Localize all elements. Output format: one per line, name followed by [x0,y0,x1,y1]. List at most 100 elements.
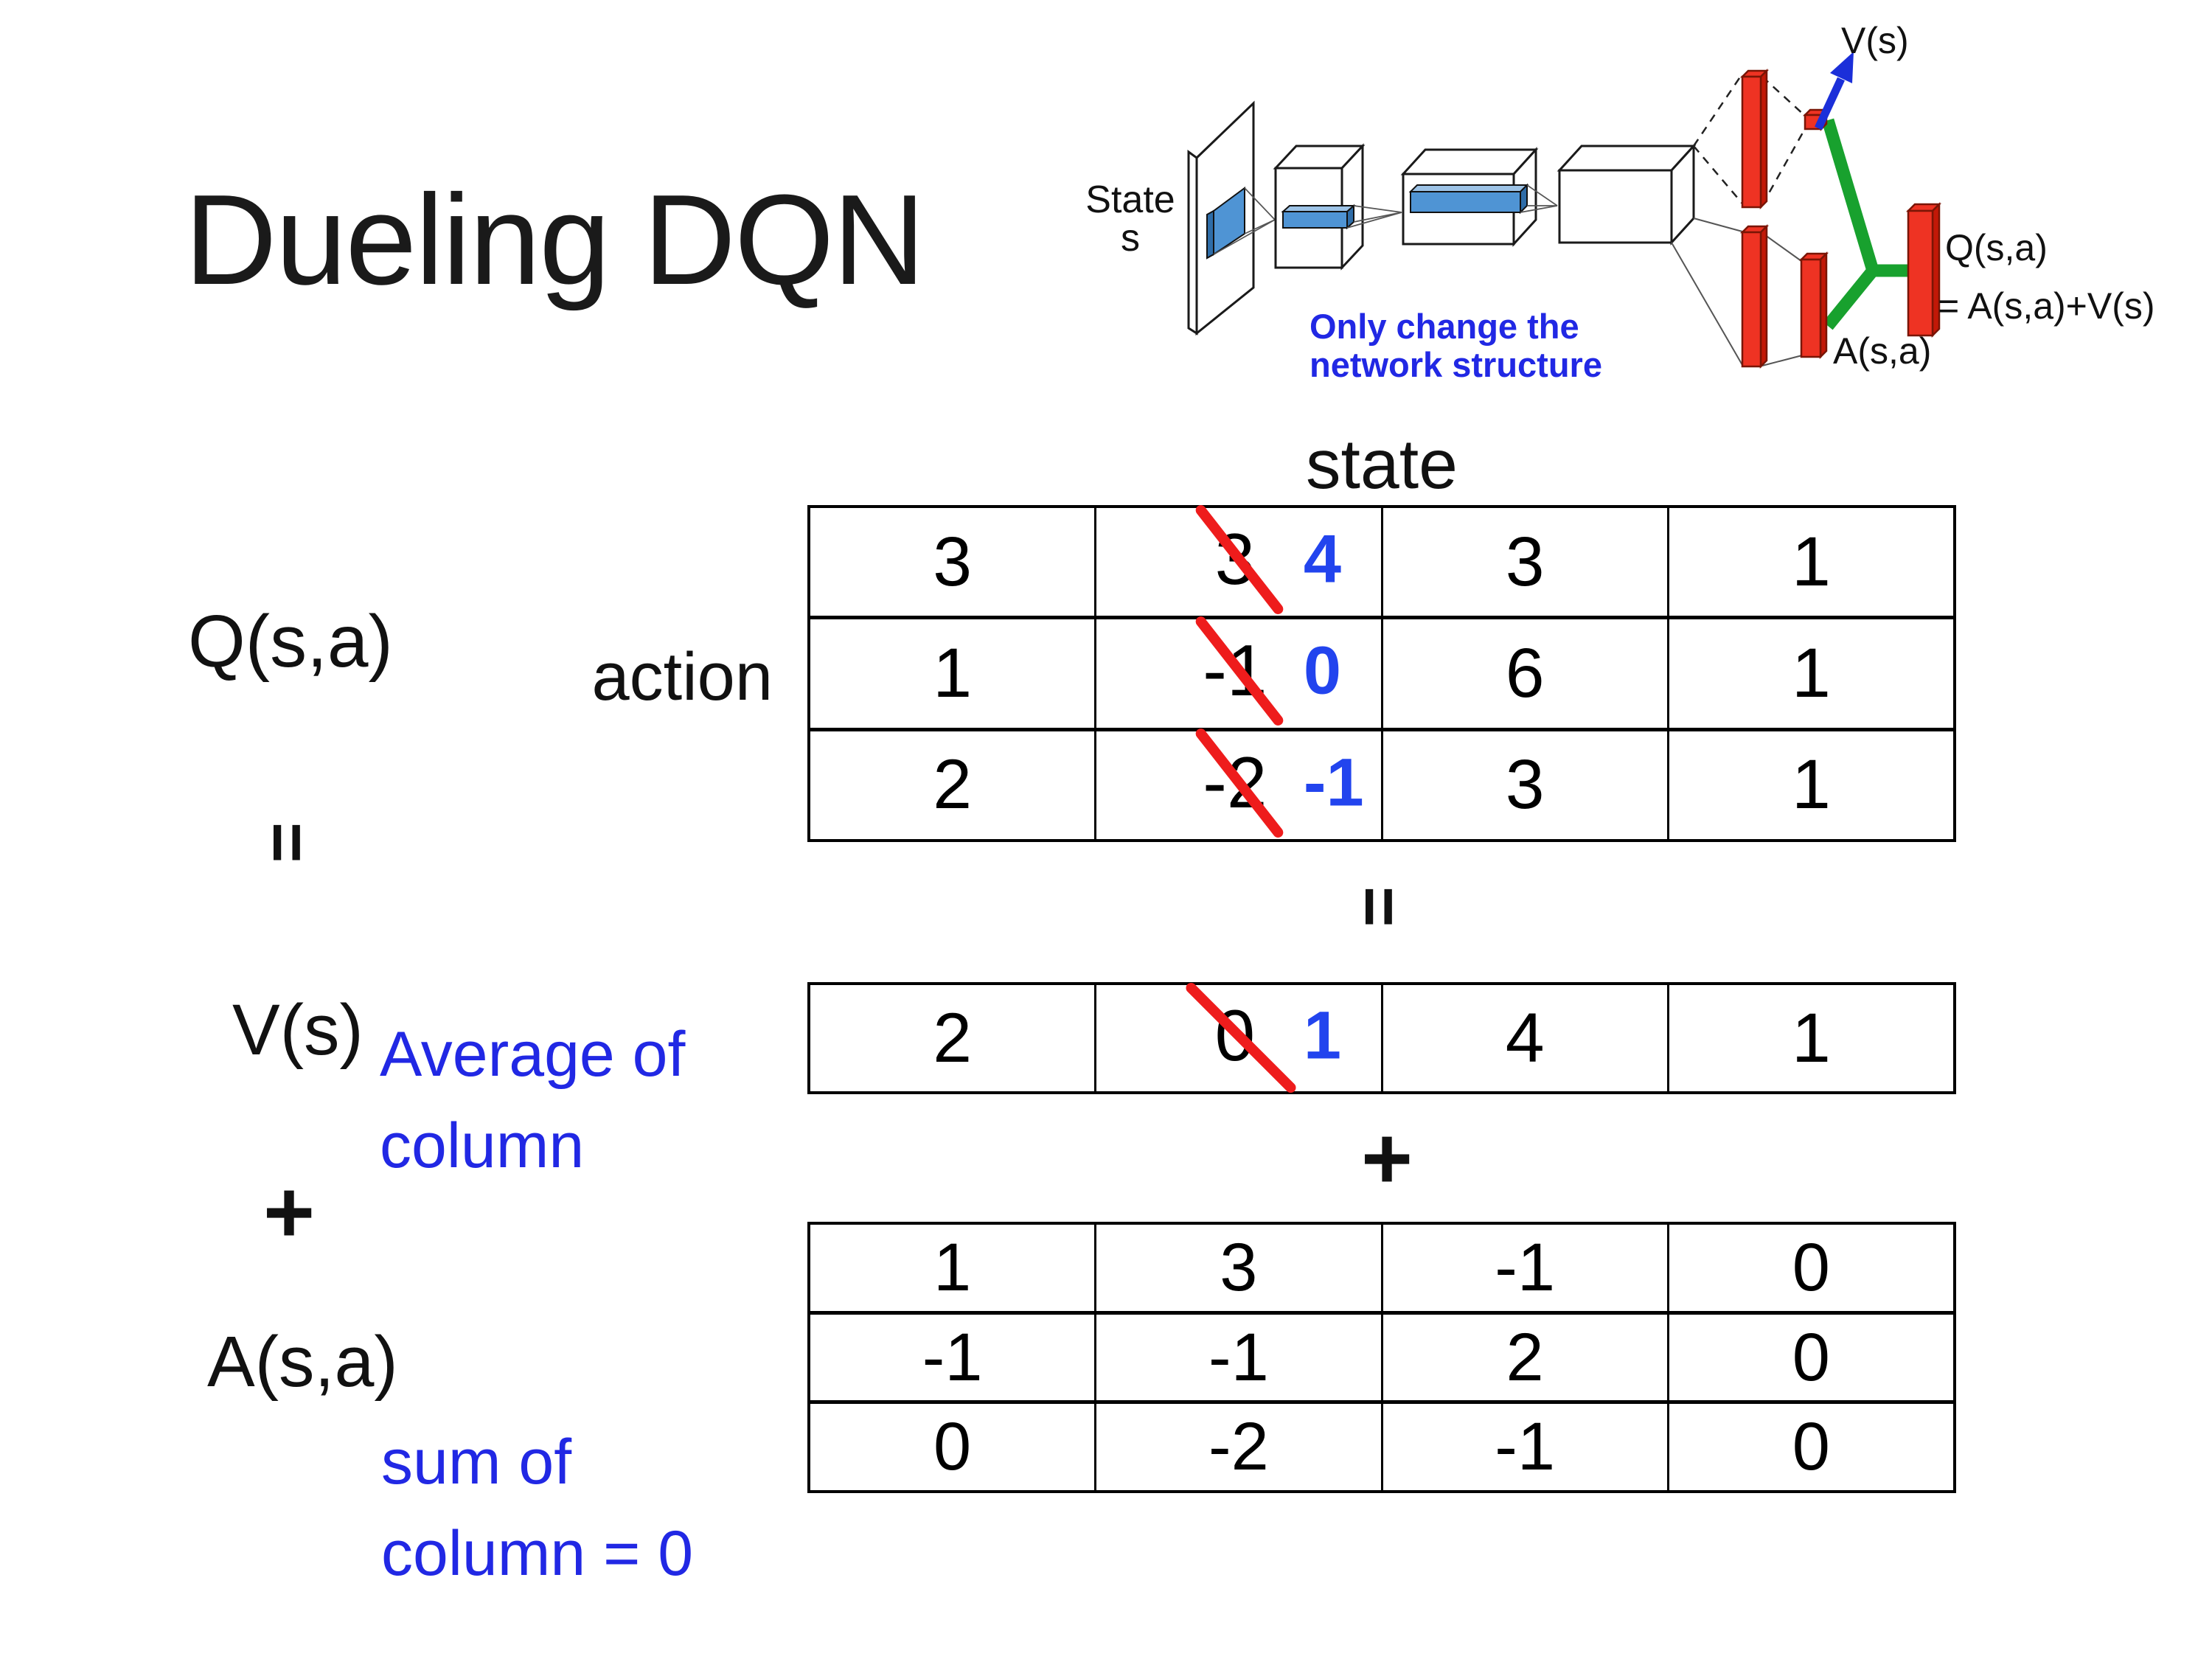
table-cell: 3 [1094,1225,1380,1311]
feature-bar-2 [1408,183,1529,215]
table-cell: 3 [810,508,1094,616]
diagram-q-output-label-line2: = A(s,a)+V(s) [1938,285,2155,327]
cell-value: 0 [1792,1229,1830,1305]
slide-title: Dueling DQN [184,167,925,311]
cell-value: -1 [1208,1319,1269,1395]
cell-value: 3 [1505,745,1545,824]
table-cell: 2 [810,985,1094,1091]
table-cell: 6 [1380,619,1667,728]
cell-value: 1 [1791,522,1831,601]
table-cell: 01 [1094,981,1380,1095]
table-cell: 2 [1380,1314,1667,1401]
diagram-state-label: State [1085,178,1175,221]
average-note-line1: Average of [380,1019,686,1090]
cell-value: 1 [1791,745,1831,824]
table-cell: -10 [1094,614,1380,728]
table-cell: 1 [810,619,1094,727]
cell-value: -1 [1495,1229,1556,1305]
cell-value: 2 [1506,1319,1544,1395]
cell-value: 2 [933,745,973,824]
table-cell: -1 [810,1315,1094,1401]
table-cell: 1 [1666,619,1953,728]
table-cell: 1 [1666,985,1953,1091]
feature-bar-1 [1281,204,1356,230]
diagram-a-output-label: A(s,a) [1833,330,1931,372]
table-row: 1 -10 6 1 [810,614,1953,728]
diagram-v-output-label: V(s) [1841,20,1909,61]
cell-value: 1 [933,1229,972,1305]
fc-layer-bar-a [1739,223,1770,369]
v-function-label: V(s) [232,990,364,1070]
fan-lines-2 [1346,205,1402,229]
table-row: 0 -2 -1 0 [810,1400,1953,1491]
diagram-caption-line2: network structure [1310,345,1602,384]
diagram-q-output-label-line1: Q(s,a) [1945,227,2048,268]
v-stream-dashed-lines [1692,73,1808,206]
corrected-value: 0 [1303,633,1342,709]
cell-value: 0 [1792,1319,1830,1395]
sum-note: sum of column = 0 [381,1416,693,1599]
table-cell: 3 [1380,731,1667,839]
table-cell: -1 [1094,1314,1380,1401]
network-diagram: State s Only change the network structur… [1085,20,2155,384]
equals-sign-left: = [248,821,327,863]
table-cell: -2-1 [1094,726,1380,840]
diagram-caption-line1: Only change the [1310,307,1579,346]
average-note: Average of column [380,1009,685,1192]
cell-value: 6 [1505,633,1545,712]
cell-value: 2 [933,998,973,1077]
table-cell: 2 [810,731,1094,839]
cell-value: -1 [1495,1409,1556,1485]
cell-value: 1 [1791,998,1831,1077]
table-cell: 4 [1380,985,1667,1091]
table-row: -1 -1 2 0 [810,1310,1953,1401]
table-cell: 3 [1380,508,1667,616]
table-cell: 1 [810,1225,1094,1311]
q-table: 3 34 3 1 1 -10 6 1 2 -2-1 3 1 [807,503,1956,842]
state-axis-label: state [1306,425,1458,504]
cell-value: -1 [922,1319,983,1395]
diagram-state-s-label: s [1121,217,1140,260]
average-note-line2: column [380,1110,585,1181]
cell-value: 3 [1220,1229,1258,1305]
equals-sign-middle: = [1340,886,1419,928]
corrected-value: 1 [1303,998,1342,1074]
cell-value: 3 [1505,522,1545,601]
table-cell: 0 [1666,1225,1953,1311]
a-vector-bar [1798,251,1829,360]
plus-sign-middle: + [1361,1109,1413,1208]
a-function-label: A(s,a) [207,1321,398,1402]
table-row: 3 34 3 1 [810,503,1953,616]
sum-note-line2: column = 0 [381,1518,694,1589]
table-cell: 1 [1666,508,1953,616]
table-cell: -2 [1094,1404,1380,1491]
fan-lines-3 [1520,184,1558,213]
fan-lines-1 [1213,187,1276,255]
cell-value: 1 [933,633,973,712]
table-row: 2 -2-1 3 1 [810,726,1953,840]
cell-value: 0 [933,1409,972,1485]
corrected-value: 4 [1303,521,1342,597]
feature-map-cube-3 [1557,143,1697,246]
a-stream-lines [1671,218,1803,366]
table-row: 1 3 -1 0 [810,1225,1953,1311]
v-arrow-icon [1815,52,1854,131]
cell-value: 3 [933,522,973,601]
plus-sign-left: + [263,1163,316,1262]
cell-value: -2 [1208,1409,1269,1485]
table-cell: -1 [1380,1225,1667,1311]
table-cell: 34 [1094,503,1380,616]
cell-value: 0 [1792,1409,1830,1485]
sum-note-line1: sum of [381,1427,572,1498]
table-cell: 0 [1666,1404,1953,1491]
v-table: 2 01 4 1 [807,981,1956,1095]
aggregation-connector [1821,118,1908,330]
action-axis-label: action [591,639,773,714]
cell-value: 4 [1505,998,1545,1077]
cell-value: 1 [1791,633,1831,712]
table-cell: -1 [1380,1404,1667,1491]
table-cell: 1 [1666,731,1953,839]
table-cell: 0 [1666,1314,1953,1401]
fc-layer-bar-v [1739,68,1770,210]
